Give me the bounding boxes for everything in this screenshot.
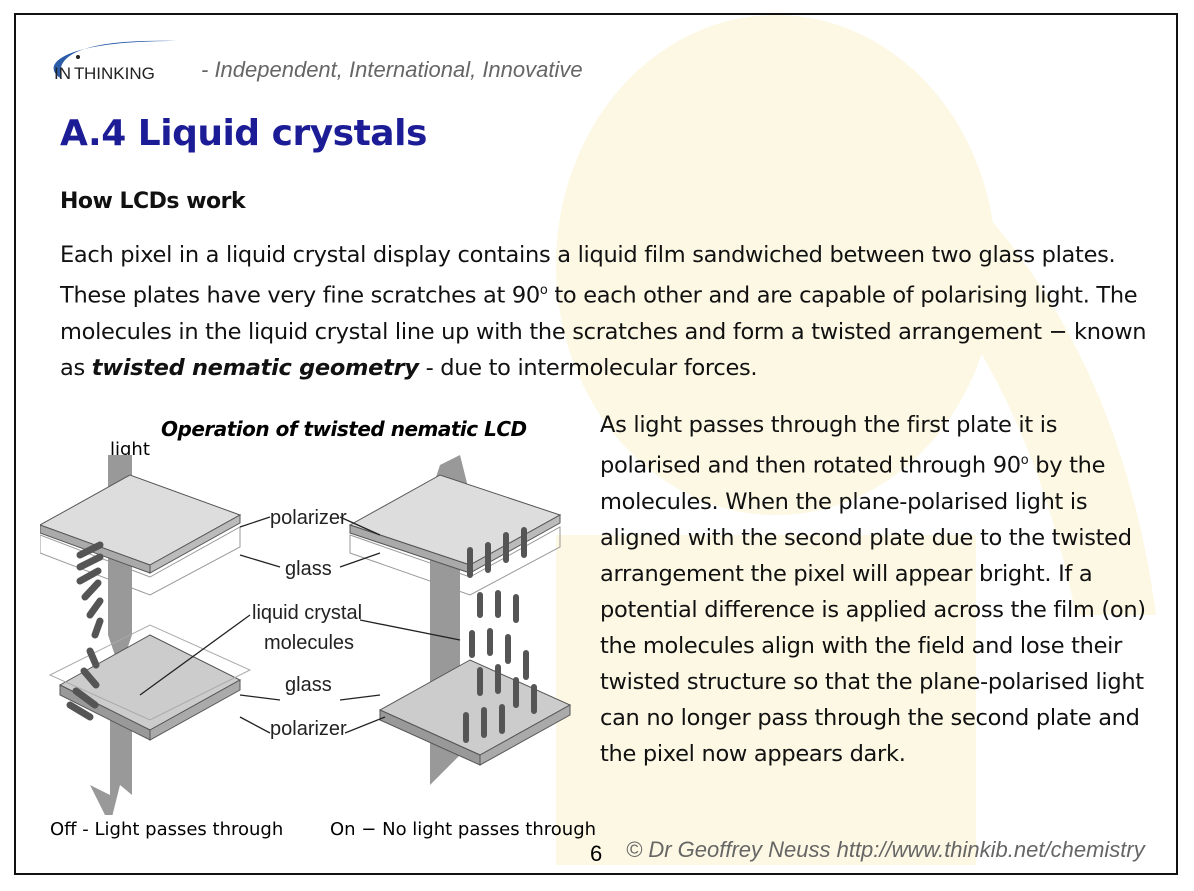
svg-text:T: T bbox=[74, 64, 84, 83]
text: by the molecules. When the plane-polaris… bbox=[600, 452, 1146, 767]
explanation-paragraph: As light passes through the first plate … bbox=[600, 407, 1160, 772]
svg-text:IN: IN bbox=[54, 64, 71, 83]
text: As light passes through the first plate … bbox=[600, 412, 1058, 479]
inthinking-logo: IN T HINKING bbox=[53, 40, 176, 83]
light-label: light bbox=[110, 439, 150, 460]
lcd-diagram: polarizer glass liquid crystal molecules… bbox=[40, 455, 572, 815]
degree-sup: o bbox=[1020, 453, 1029, 468]
intro-paragraph: Each pixel in a liquid crystal display c… bbox=[60, 237, 1170, 386]
watermark-logo bbox=[556, 15, 1156, 865]
emphasis-term: twisted nematic geometry bbox=[91, 354, 419, 381]
tagline: - Independent, International, Innovative bbox=[201, 57, 583, 82]
svg-text:HINKING: HINKING bbox=[84, 64, 155, 83]
text: to each other and are capable of polaris… bbox=[60, 282, 1147, 381]
label-liquid-crystal: liquid crystal bbox=[252, 602, 362, 624]
slide: IN T HINKING - Independent, Internationa… bbox=[14, 13, 1178, 875]
label-polarizer-top: polarizer bbox=[270, 507, 347, 529]
figure-caption: Operation of twisted nematic LCD bbox=[161, 417, 527, 441]
section-heading: How LCDs work bbox=[60, 189, 246, 214]
on-caption: On − No light passes through bbox=[330, 819, 597, 840]
text: Each pixel in a liquid crystal display c… bbox=[60, 242, 1116, 309]
label-molecules: molecules bbox=[264, 632, 354, 654]
leader-lines bbox=[139, 516, 461, 734]
slide-title: A.4 Liquid crystals bbox=[60, 113, 427, 154]
footer-credit: © Dr Geoffrey Neuss http://www.thinkib.n… bbox=[626, 837, 1145, 862]
off-caption: Off - Light passes through bbox=[50, 819, 284, 840]
label-polarizer-bottom: polarizer bbox=[270, 718, 347, 740]
page-number: 6 bbox=[590, 841, 603, 866]
right-bottom-plate bbox=[378, 659, 572, 766]
left-top-plate bbox=[40, 474, 242, 596]
degree-sup: o bbox=[539, 283, 548, 298]
label-glass-bottom: glass bbox=[285, 674, 332, 696]
molecules-right bbox=[463, 527, 537, 743]
label-glass-top: glass bbox=[285, 558, 332, 580]
text: - due to intermolecular forces. bbox=[418, 354, 758, 381]
left-bottom-plate bbox=[48, 624, 252, 741]
molecules-left bbox=[66, 541, 104, 721]
